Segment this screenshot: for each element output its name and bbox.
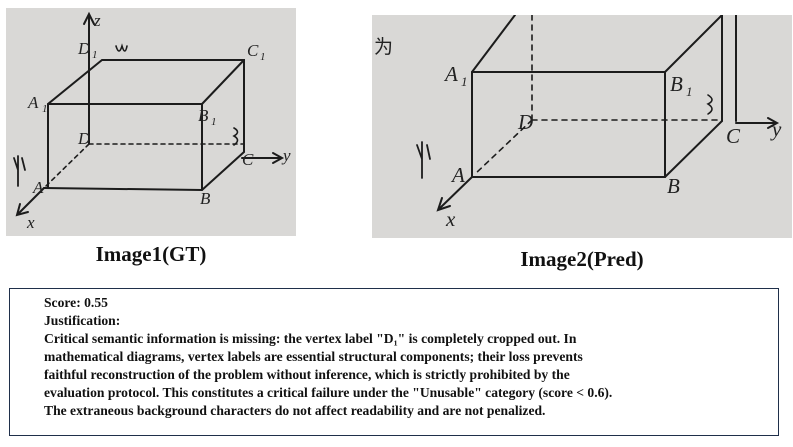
gt-caption: Image1(GT) bbox=[95, 242, 207, 266]
justification-line: faithful reconstruction of the problem w… bbox=[44, 367, 570, 382]
pred-label-d: D bbox=[517, 110, 533, 134]
pred-pencil-mark bbox=[706, 94, 713, 115]
gt-label-a1: A bbox=[27, 93, 39, 112]
pred-label-y: y bbox=[770, 117, 782, 141]
gt-z-arrow bbox=[83, 11, 95, 25]
pred-edge-bc bbox=[664, 120, 723, 178]
gt-edge-b1c1 bbox=[201, 59, 245, 105]
gt-y-arrow bbox=[272, 152, 285, 164]
pred-label-b: B bbox=[667, 174, 680, 198]
pred-label-x: x bbox=[445, 207, 456, 231]
gt-x-axis bbox=[17, 187, 45, 215]
pred-label-b1-sub: 1 bbox=[686, 84, 693, 99]
gt-label-d1-sub: 1 bbox=[92, 49, 98, 61]
gt-image: z y x A B C D A 1 B 1 C 1 D 1 bbox=[6, 8, 296, 236]
gt-label-c1-sub: 1 bbox=[260, 51, 266, 63]
gt-cuboid-diagram: z y x A B C D A 1 B 1 C 1 D 1 bbox=[13, 11, 291, 232]
pred-pencil-mark-2 bbox=[416, 141, 431, 179]
pred-cuboid-diagram: 为 A 1 B 1 D C y A B x bbox=[374, 15, 782, 231]
gt-label-d1: D bbox=[77, 39, 91, 58]
pred-image: 为 A 1 B 1 D C y A B x bbox=[372, 15, 792, 238]
pred-caption: Image2(Pred) bbox=[520, 247, 644, 271]
gt-pencil-mark-2 bbox=[232, 127, 239, 146]
justification-line: Critical semantic information is missing… bbox=[44, 331, 577, 346]
justification-line: The extraneous background characters do … bbox=[44, 403, 546, 418]
pred-label-a1-sub: 1 bbox=[461, 74, 468, 89]
justification-line: evaluation protocol. This constitutes a … bbox=[44, 385, 613, 400]
gt-label-a: A bbox=[32, 178, 44, 197]
gt-pencil-mark bbox=[115, 43, 128, 52]
gt-x-arrow bbox=[15, 203, 29, 217]
pred-cjk-char: 为 bbox=[374, 36, 393, 58]
justification-line: mathematical diagrams, vertex labels are… bbox=[44, 349, 583, 364]
gt-label-c1: C bbox=[247, 41, 259, 60]
evaluation-box: Score: 0.55 Justification: Critical sema… bbox=[9, 288, 779, 436]
pred-label-a1: A bbox=[443, 62, 458, 86]
gt-label-b1: B bbox=[198, 106, 209, 125]
pred-label-a: A bbox=[450, 163, 465, 187]
gt-label-d: D bbox=[77, 129, 91, 148]
justification-label: Justification: bbox=[44, 313, 121, 328]
pred-y-arrow bbox=[767, 117, 780, 129]
pred-edge-b1c1 bbox=[664, 15, 723, 73]
gt-edge-da bbox=[45, 143, 90, 187]
gt-label-y: y bbox=[281, 146, 291, 165]
score-text: Score: 0.55 bbox=[44, 295, 108, 310]
gt-label-b: B bbox=[200, 189, 211, 208]
pred-x-arrow bbox=[436, 197, 451, 212]
gt-label-z: z bbox=[93, 11, 101, 30]
gt-label-a1-sub: 1 bbox=[42, 103, 48, 115]
pred-x-axis bbox=[439, 176, 473, 209]
gt-label-c: C bbox=[242, 150, 254, 169]
pred-edge-da bbox=[473, 119, 533, 176]
gt-pencil-mark-3 bbox=[13, 155, 26, 187]
pred-label-c: C bbox=[726, 124, 741, 148]
gt-label-x: x bbox=[26, 213, 35, 232]
gt-label-b1-sub: 1 bbox=[211, 116, 217, 128]
pred-label-b1: B bbox=[670, 72, 683, 96]
pred-edge-a1d1 bbox=[471, 15, 516, 73]
